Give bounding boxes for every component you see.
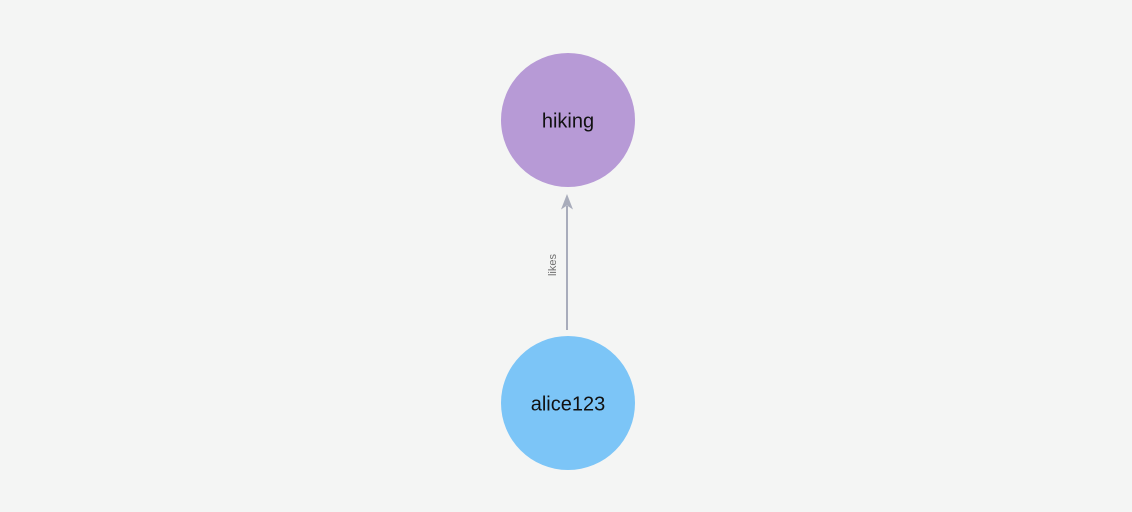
node-alice123[interactable]: alice123 xyxy=(501,336,635,470)
edge-label: likes xyxy=(547,254,559,277)
edge-arrowhead-icon xyxy=(561,194,573,210)
node-hiking-label: hiking xyxy=(542,110,594,132)
node-alice123-circle[interactable] xyxy=(501,336,635,470)
node-alice123-label: alice123 xyxy=(531,393,606,415)
node-hiking[interactable]: hiking xyxy=(501,53,635,187)
node-hiking-circle[interactable] xyxy=(501,53,635,187)
edge-alice123-likes-hiking[interactable]: likes xyxy=(547,194,573,330)
